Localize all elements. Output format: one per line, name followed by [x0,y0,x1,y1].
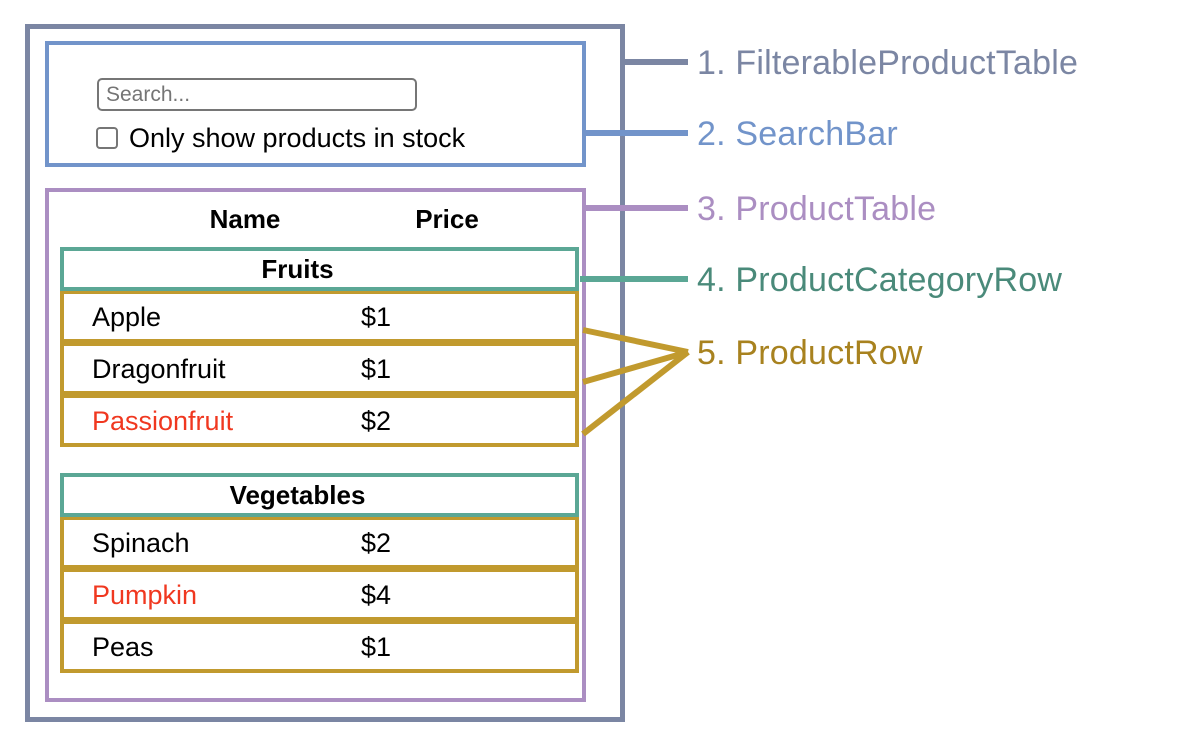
search-input[interactable] [97,78,417,111]
search-bar-frame: Only show products in stock [45,41,586,167]
product-row: Spinach $2 [60,517,579,569]
annotation-label-product-category-row: 4. ProductCategoryRow [697,261,1063,299]
column-header-price: Price [415,204,479,234]
product-name: Spinach [92,528,190,558]
product-price: $2 [361,528,392,558]
product-name: Pumpkin [92,580,198,610]
product-row: Peas $1 [60,621,579,673]
checkbox-icon[interactable] [96,127,118,149]
annotation-label-product-row: 5. ProductRow [697,334,923,372]
product-row: Apple $1 [60,291,579,343]
product-row: Dragonfruit $1 [60,343,579,395]
product-name: Passionfruit [92,406,234,436]
product-price: $1 [361,632,392,662]
product-name: Dragonfruit [92,354,226,384]
annotation-label-filterable-product-table: 1. FilterableProductTable [697,44,1079,82]
product-price: $4 [361,580,392,610]
column-header-name: Name [209,204,281,234]
product-name: Peas [92,632,154,662]
product-category-label: Fruits [261,254,334,284]
product-price: $1 [361,302,392,332]
product-category-row: Vegetables [60,473,579,517]
product-row: Pumpkin $4 [60,569,579,621]
in-stock-checkbox-label: Only show products in stock [129,123,466,153]
annotation-label-product-table: 3. ProductTable [697,190,937,228]
in-stock-checkbox-row[interactable]: Only show products in stock [96,123,465,153]
table-header-row: Name Price [60,192,579,247]
product-name: Apple [92,302,162,332]
product-price: $2 [361,406,392,436]
annotation-label-search-bar: 2. SearchBar [697,115,898,153]
product-category-row: Fruits [60,247,579,291]
product-price: $1 [361,354,392,384]
product-row: Passionfruit $2 [60,395,579,447]
product-category-label: Vegetables [229,480,366,510]
